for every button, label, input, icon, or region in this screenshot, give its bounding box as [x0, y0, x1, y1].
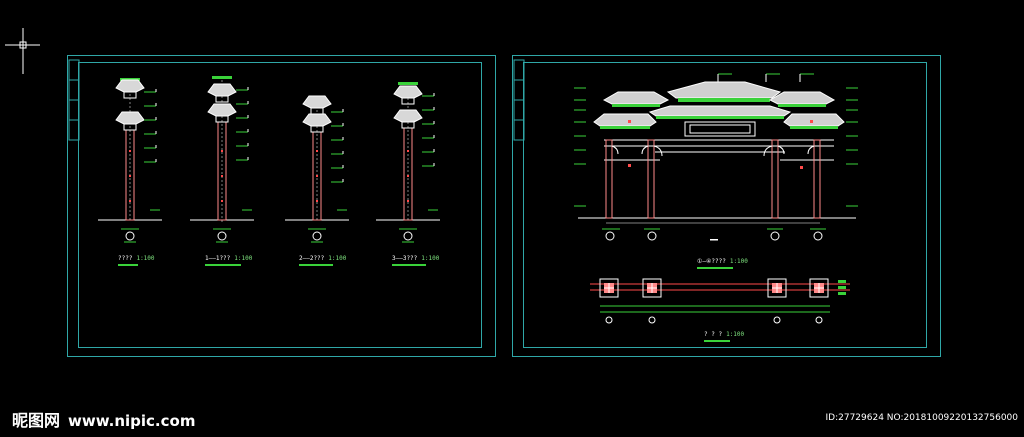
caption-title: 1——1???	[205, 255, 231, 262]
caption-title: ①—④????	[697, 258, 726, 265]
watermark-brand: 昵图网	[12, 411, 61, 430]
archway-elevation	[578, 81, 856, 241]
watermark-url: www.nipic.com	[68, 412, 196, 430]
caption-title: ? ? ?	[704, 331, 723, 338]
section-caption-3: 2——2???1:100	[299, 255, 347, 266]
caption-scale: 1:100	[726, 331, 745, 338]
section-drawing-1	[98, 78, 162, 243]
left-drawing-sheet	[67, 55, 496, 357]
crosshair-cursor	[5, 28, 40, 74]
caption-scale: 1:100	[234, 255, 253, 262]
elevation-level-tags	[574, 73, 858, 207]
caption-scale: 1:100	[421, 255, 440, 262]
watermark: 昵图网 www.nipic.com	[12, 407, 195, 431]
caption-title: 2——2???	[299, 255, 325, 262]
image-id: ID:27729624 NO:20181009220132756000	[825, 413, 1019, 423]
section-caption-4: 3——3???1:100	[392, 255, 440, 266]
elevation-caption: ①—④????1:100	[697, 258, 748, 269]
caption-scale: 1:100	[729, 258, 748, 265]
caption-scale: 1:100	[136, 255, 155, 262]
section-drawing-4	[376, 82, 440, 243]
plan-caption: ? ? ?1:100	[704, 331, 745, 342]
section-caption-2: 1——1???1:100	[205, 255, 253, 266]
archway-plan	[590, 278, 850, 324]
right-drawing-sheet	[512, 55, 941, 357]
caption-scale: 1:100	[328, 255, 347, 262]
section-caption-1: ????1:100	[118, 255, 155, 266]
caption-title: ????	[118, 255, 133, 262]
section-drawing-2	[190, 76, 254, 243]
caption-title: 3——3???	[392, 255, 418, 262]
section-drawing-3	[285, 95, 349, 243]
